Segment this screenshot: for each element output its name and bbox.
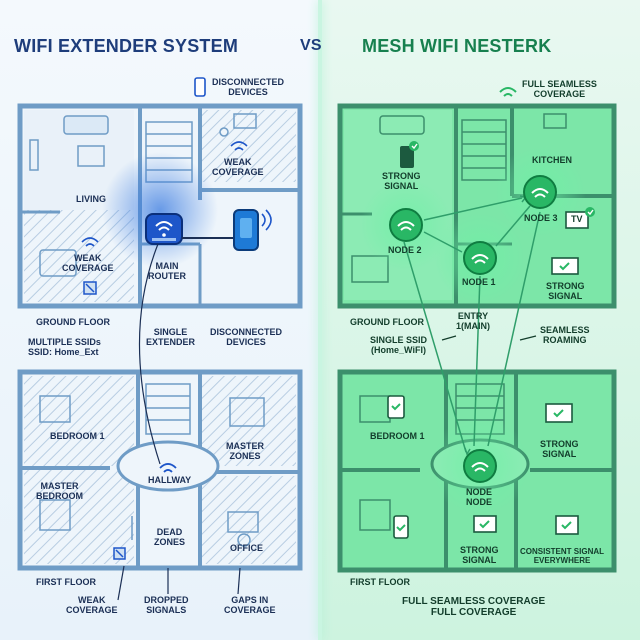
- hallway-wifi-icon: [159, 463, 177, 473]
- connected-monitor-icon: [545, 403, 573, 423]
- connected-laptop-icon: [551, 257, 579, 275]
- connected-phone-bottom-icon: [393, 515, 409, 539]
- left-first-floor: [17, 369, 303, 571]
- main-router-icon: [145, 213, 183, 245]
- vs-label: VS: [300, 37, 322, 54]
- mesh-node-1-icon: [463, 241, 497, 275]
- right-legend: FULL SEAMLESS COVERAGE: [522, 79, 597, 99]
- node2-label: NODE 2: [388, 245, 422, 255]
- mesh-node-3-icon: [523, 175, 557, 209]
- kitchen-label: KITCHEN: [532, 155, 572, 165]
- right-bedroom1-label: BEDROOM 1: [370, 431, 425, 441]
- mesh-node-2-icon: [389, 208, 423, 242]
- left-first-floor-label: FIRST FLOOR: [36, 577, 96, 587]
- weak-coverage-top: WEAK COVERAGE: [212, 157, 264, 177]
- seamless-wifi-icon: [499, 87, 517, 97]
- main-router-label: MAIN ROUTER: [148, 261, 186, 281]
- router-coverage-glow: [102, 152, 218, 268]
- mesh-node-first-floor-icon: [463, 449, 497, 483]
- weak-coverage-left: WEAK COVERAGE: [62, 253, 114, 273]
- mesh-link-arrows: [403, 195, 541, 456]
- connected-laptop-bottom-icon: [473, 515, 497, 533]
- weak-wifi-icon: [81, 141, 248, 247]
- right-ground-floor-label: GROUND FLOOR: [350, 317, 424, 327]
- strong-signal-right: STRONG SIGNAL: [546, 281, 585, 301]
- left-callout-lines: [117, 243, 241, 601]
- right-ground-floor: [337, 103, 617, 309]
- node1-label: NODE 1: [462, 277, 496, 287]
- dropped-signals-label: DROPPED SIGNALS: [144, 595, 189, 615]
- wifi-extender-icon: [182, 209, 272, 251]
- strong-signal-bottom: STRONG SIGNAL: [460, 545, 499, 565]
- left-bedroom1-label: BEDROOM 1: [50, 431, 105, 441]
- node-node-label: NODE NODE: [466, 487, 493, 507]
- weak-coverage-bottom: WEAK COVERAGE: [66, 595, 118, 615]
- master-bedroom-label: MASTER BEDROOM: [36, 481, 83, 501]
- strong-signal-first: STRONG SIGNAL: [540, 439, 579, 459]
- hallway-label: HALLWAY: [148, 475, 192, 485]
- left-title: WIFI EXTENDER SYSTEM: [14, 36, 239, 56]
- right-footer-label: FULL SEAMLESS COVERAGE FULL COVERAGE: [402, 596, 546, 618]
- connected-tv-icon: [565, 207, 595, 229]
- seamless-roaming-label: SEAMLESS ROAMING: [540, 325, 590, 345]
- living-label: LIVING: [76, 194, 107, 204]
- connected-tablet-bottom-icon: [555, 515, 579, 535]
- multiple-ssids-label: MULTIPLE SSIDs SSID: Home_Ext: [28, 337, 101, 357]
- single-extender-label: SINGLE EXTENDER: [146, 327, 196, 347]
- node3-label: NODE 3: [524, 213, 558, 223]
- strong-signal-top: STRONG SIGNAL: [382, 171, 421, 191]
- no-signal-device-icon: [83, 281, 97, 295]
- connected-tablet-icon: [387, 395, 405, 419]
- right-title: MESH WIFI NESTERK: [362, 36, 552, 56]
- right-callout-lines: [441, 335, 537, 341]
- single-ssid-label: SINGLE SSID (Home_WiFI): [370, 335, 428, 355]
- disconnected-phone-icon: [194, 77, 206, 97]
- entry-label: ENTRY 1(MAIN): [456, 311, 490, 331]
- gaps-in-coverage-label: GAPS IN COVERAGE: [224, 595, 276, 615]
- first-floor-furniture: [39, 383, 265, 547]
- disconnected-devices-label: DISCONNECTED DEVICES: [210, 327, 283, 347]
- kitchen-sink-icon: [219, 113, 257, 137]
- master-zones-label: MASTER ZONES: [226, 441, 264, 461]
- office-label: OFFICE: [230, 543, 263, 553]
- sofa-icon: [29, 115, 109, 277]
- left-legend: DISCONNECTED DEVICES: [212, 77, 285, 97]
- tv-label: TV: [571, 214, 583, 224]
- consistent-signal-label: CONSISTENT SIGNAL EVERYWHERE: [520, 547, 605, 565]
- center-divider: [318, 0, 322, 640]
- right-first-floor-label: FIRST FLOOR: [350, 577, 410, 587]
- left-ground-floor-label: GROUND FLOOR: [36, 317, 110, 327]
- dead-zone-device-icon: [113, 547, 126, 560]
- connected-phone-icon: [400, 141, 419, 168]
- left-ground-floor: [17, 103, 303, 309]
- dead-zones-label: DEAD ZONES: [154, 527, 186, 547]
